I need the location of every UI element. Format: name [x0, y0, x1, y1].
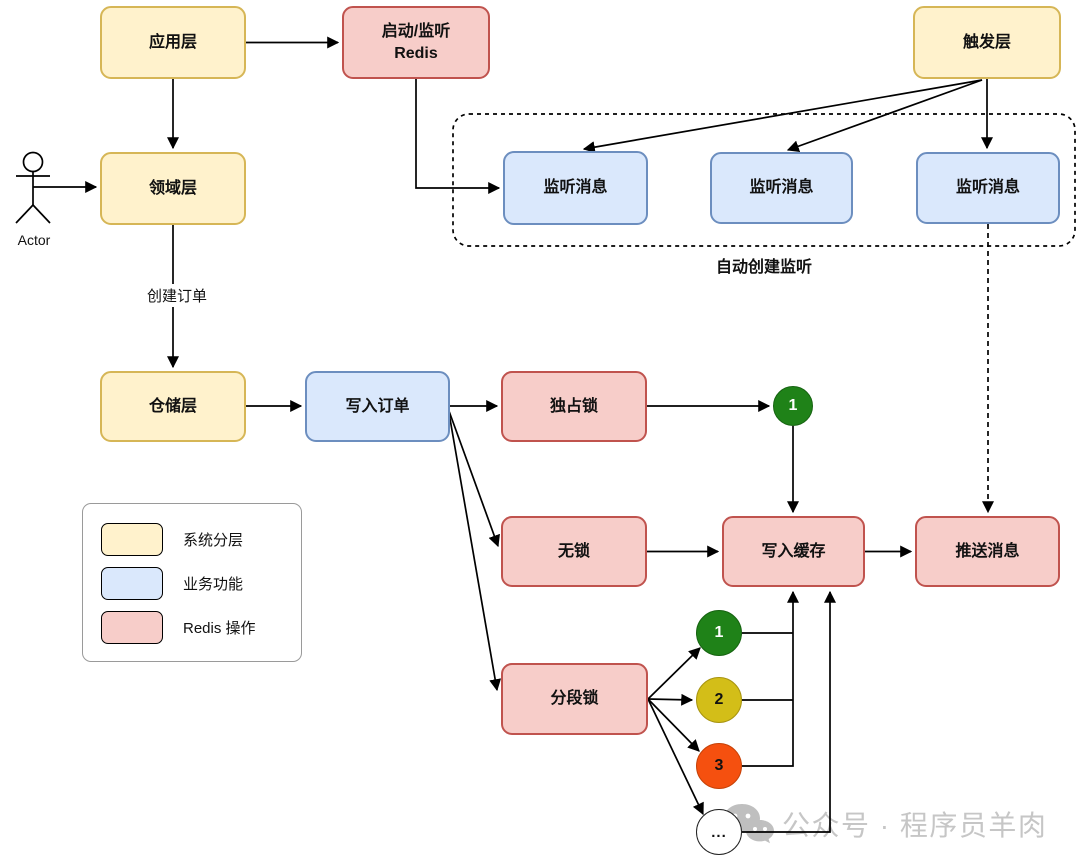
edge-segment-to-c1 [647, 647, 701, 700]
node-push-message: 推送消息 [915, 516, 1060, 587]
legend-item-system-layer: 系统分层 [101, 523, 243, 556]
circle-segment-1: 1 [696, 610, 742, 656]
edge-segment-to-c2 [647, 693, 694, 706]
node-write-cache: 写入缓存 [722, 516, 865, 587]
edge-write-order-to-segment [448, 412, 502, 692]
circle-segment-more: ... [696, 809, 742, 855]
watermark-text: 公众号 · 程序员羊肉 [782, 810, 1048, 841]
circle-segment-3: 3 [696, 743, 742, 789]
edge-cmore-to-write-cache [742, 590, 836, 833]
node-exclusive-lock: 独占锁 [501, 371, 647, 442]
node-listen-message-3: 监听消息 [916, 152, 1060, 224]
legend-swatch-system-layer [101, 523, 163, 556]
actor-figure [15, 151, 51, 224]
legend-label-system-layer: 系统分层 [183, 532, 244, 549]
auto-listen-group-border [452, 113, 1076, 247]
edge-trigger-to-listen1 [582, 79, 983, 154]
node-domain-layer: 领域层 [100, 152, 246, 225]
node-listen-message-2: 监听消息 [710, 152, 853, 224]
node-listen-message-1: 监听消息 [503, 151, 648, 225]
auto-listen-group-caption: 自动创建监听 [715, 259, 812, 276]
node-no-lock: 无锁 [501, 516, 647, 587]
legend-swatch-business [101, 567, 163, 600]
node-warehouse-layer: 仓储层 [100, 371, 246, 442]
actor-label: Actor [17, 232, 51, 248]
legend-swatch-redis [101, 611, 163, 644]
node-start-listen-redis: 启动/监听 Redis [342, 6, 490, 79]
legend-item-business: 业务功能 [101, 567, 243, 600]
edge-segment-to-c3 [647, 698, 700, 752]
node-segment-lock: 分段锁 [501, 663, 648, 735]
legend-label-redis: Redis 操作 [183, 620, 256, 637]
node-app-layer: 应用层 [100, 6, 246, 79]
legend: 系统分层 业务功能 Redis 操作 [82, 503, 302, 662]
legend-label-business: 业务功能 [183, 576, 244, 593]
circle-exclusive-result-1: 1 [773, 386, 813, 426]
circle-segment-2: 2 [696, 677, 742, 723]
edge-segment-to-cmore [647, 698, 704, 816]
edge-trigger-to-listen2 [786, 79, 983, 152]
node-write-order: 写入订单 [305, 371, 450, 442]
edge-start-listen-to-listen1 [415, 79, 501, 194]
edge-c3-bus-to-write-cache [742, 590, 799, 767]
legend-item-redis: Redis 操作 [101, 611, 256, 644]
node-trigger-layer: 触发层 [913, 6, 1061, 79]
edge-label-create-order: 创建订单 [137, 284, 217, 307]
edge-write-order-to-no-lock [448, 410, 500, 548]
